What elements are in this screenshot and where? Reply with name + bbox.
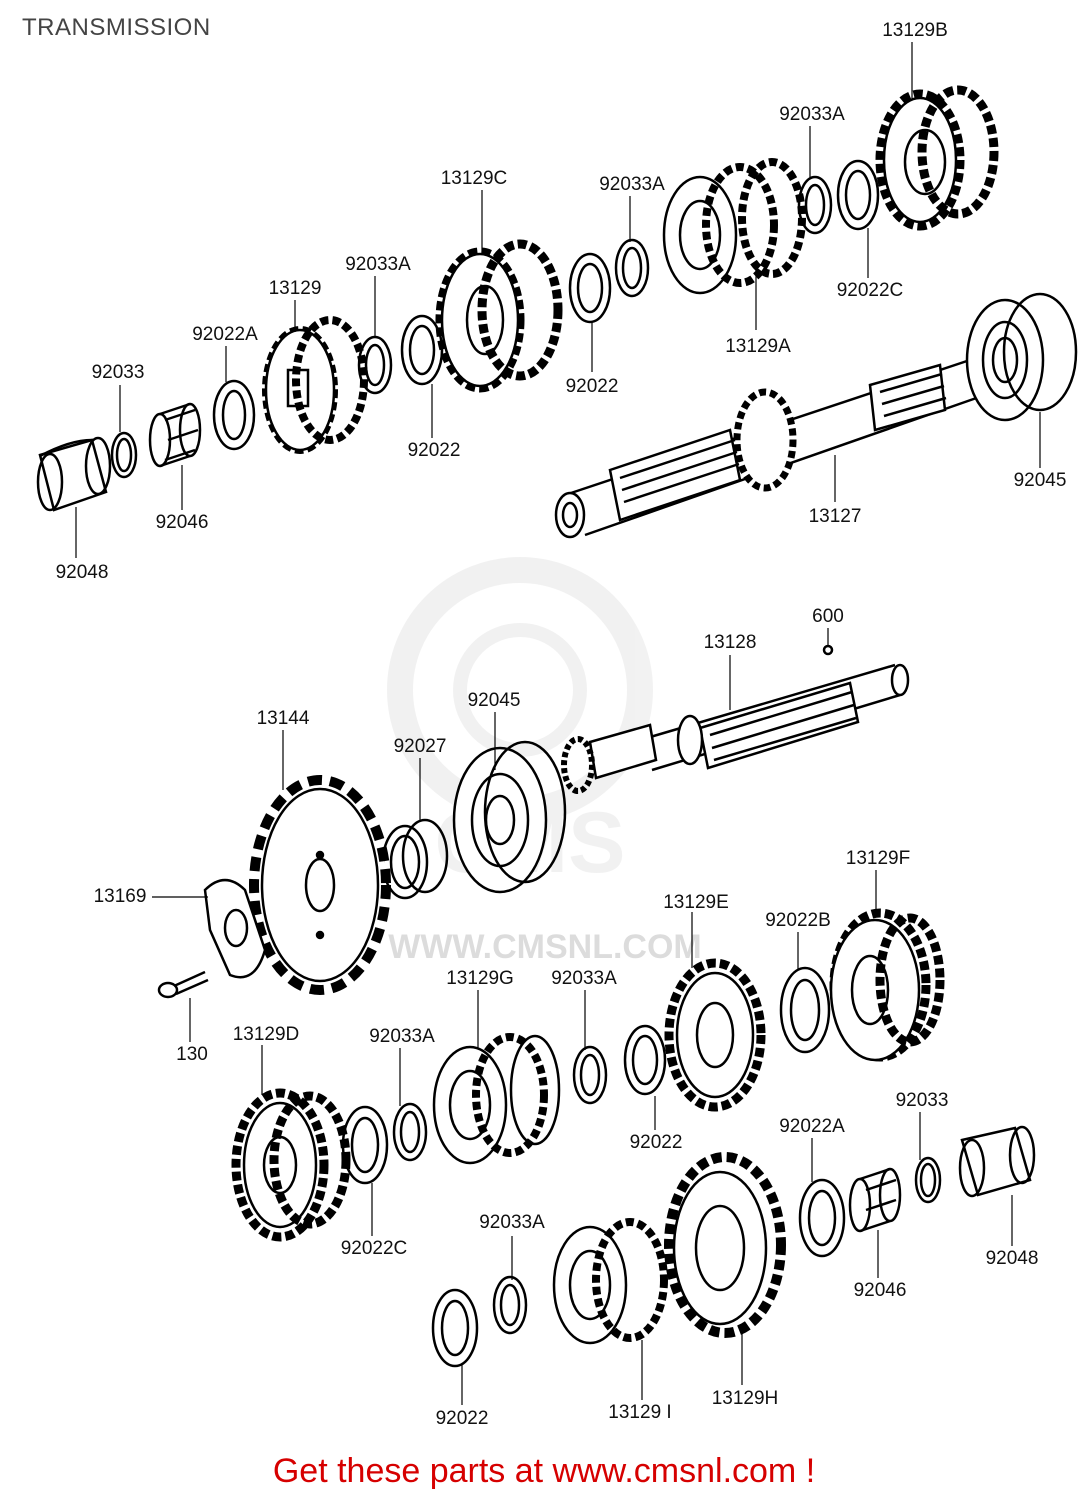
label-13127: 13127 [808,506,862,527]
washer-92022A-lower [798,1178,846,1258]
label-92048-1: 92048 [55,562,109,583]
gear-13129C [435,239,563,393]
circlip-92033A-2 [614,238,650,298]
circlip-92033A-1 [357,335,393,395]
label-92022A-1: 92022A [192,324,258,345]
label-13129H: 13129H [711,1388,779,1409]
sprocket-13144 [249,775,391,995]
shaft-13128 [561,644,910,794]
washer-92022-2 [568,252,612,324]
label-92022-1: 92022 [565,376,619,397]
washer-92022B [779,966,831,1054]
leader-lines-upper [75,42,1041,558]
bolt-130 [157,970,209,999]
label-92022B: 92022B [765,910,831,931]
circlip-92033A-5 [392,1102,428,1162]
circlip-92033-lower [914,1156,942,1204]
shaft-13127 [554,353,986,539]
needle-bearing-92046-upper [148,402,202,468]
label-92033-1: 92033 [91,362,145,383]
collar-92027 [381,818,449,900]
label-92045-2: 92045 [467,690,521,711]
label-13129C: 13129C [440,168,508,189]
gear-13129I [552,1218,668,1345]
washer-92022-4 [431,1288,479,1368]
label-13169: 13169 [93,886,147,907]
label-92022C-2: 92022C [340,1238,408,1259]
washer-92022C-upper [836,159,880,231]
label-92027: 92027 [393,736,447,757]
cap-92048-upper [36,436,112,512]
washer-92022C-lower [341,1105,389,1185]
label-92033A-5: 92033A [369,1026,435,1047]
label-13128: 13128 [703,632,757,653]
label-92046-2: 92046 [853,1280,907,1301]
label-92022-3: 92022 [629,1132,683,1153]
label-13129I: 13129 I [608,1402,672,1423]
leader-lines-lower [152,628,1013,1405]
label-92022A-2: 92022A [779,1116,845,1137]
label-13129A: 13129A [725,336,791,357]
cap-92048-lower [958,1125,1036,1198]
circlip-92033A-3 [797,175,833,235]
label-92033A-6: 92033A [479,1212,545,1233]
bearing-92045-upper [965,292,1078,422]
label-13129B: 13129B [882,20,948,41]
circlip-92033-upper [110,431,138,479]
label-130: 130 [176,1044,208,1065]
gear-13129B [875,85,999,231]
label-92046-1: 92046 [155,512,209,533]
gear-13129H [664,1152,786,1338]
gear-13129D [231,1088,351,1242]
needle-bearing-92046-lower [848,1167,902,1233]
label-92033-2: 92033 [895,1090,949,1111]
label-92033A-4: 92033A [551,968,617,989]
label-13129G: 13129G [446,968,514,989]
label-600: 600 [812,606,844,627]
bearing-92045-lower [452,740,567,894]
label-13129F: 13129F [845,848,911,869]
gear-13129G [432,1033,561,1165]
gear-13129E [664,958,766,1112]
gear-13129A [662,158,806,295]
label-92033A-3: 92033A [345,254,411,275]
washer-92022-1 [400,314,444,386]
plate-13169 [203,878,267,979]
label-92022-2: 92022 [407,440,461,461]
label-13129: 13129 [268,278,322,299]
label-13129D: 13129D [232,1024,300,1045]
circlip-92033A-4 [572,1045,608,1105]
washer-92022-3 [623,1024,667,1096]
label-92045-1: 92045 [1013,470,1067,491]
label-92022-4: 92022 [435,1408,489,1429]
circlip-92033A-6 [492,1275,528,1335]
washer-92022A-upper [212,379,256,451]
diagram-title: TRANSMISSION [22,14,211,41]
footer-link[interactable]: Get these parts at www.cmsnl.com ! [272,1452,816,1490]
label-92033A-1: 92033A [779,104,845,125]
label-13144: 13144 [256,708,310,729]
label-92033A-2: 92033A [599,174,665,195]
gear-13129F [829,908,945,1062]
label-13129E: 13129E [663,892,729,913]
label-92022C-1: 92022C [836,280,904,301]
watermark-text: WWW.CMSNL.COM [388,928,702,966]
label-92048-2: 92048 [985,1248,1039,1269]
gear-13129 [262,316,368,454]
